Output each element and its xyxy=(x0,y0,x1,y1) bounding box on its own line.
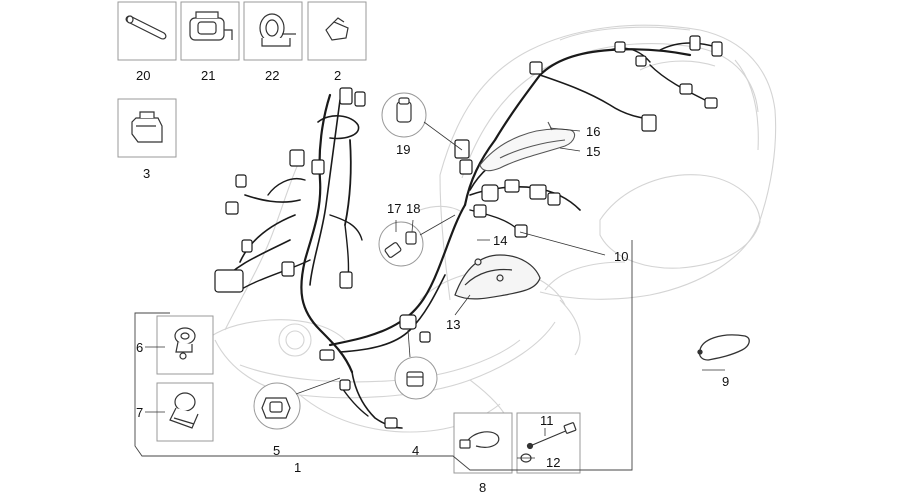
inset-circle-19 xyxy=(381,92,463,151)
inset-box-7 xyxy=(156,382,214,442)
hose-clamp-icon xyxy=(259,13,296,47)
connector-cap-icon xyxy=(396,97,412,123)
cable-holder-icon xyxy=(131,111,163,143)
inset-box-11-12 xyxy=(516,412,581,474)
label-18: 18 xyxy=(406,201,420,216)
rubber-block-icon xyxy=(406,371,424,387)
ring-terminal-icon xyxy=(174,327,196,360)
cable-tie-icon xyxy=(459,431,500,449)
strap-clamp-icon xyxy=(169,392,199,429)
inset-box-21 xyxy=(180,1,240,61)
rear-cover-part xyxy=(479,121,576,172)
label-16: 16 xyxy=(586,124,600,139)
scooter-body-outline xyxy=(199,24,777,433)
label-8: 8 xyxy=(479,480,486,495)
inset-box-8 xyxy=(453,412,513,474)
label-9: 9 xyxy=(722,374,729,389)
inset-circle-4 xyxy=(394,329,438,400)
label-2: 2 xyxy=(334,68,341,83)
label-22: 22 xyxy=(265,68,279,83)
label-10: 10 xyxy=(614,249,628,264)
inset-box-2 xyxy=(307,1,367,61)
inset-circle-5 xyxy=(253,377,341,430)
fuse-holder-icon xyxy=(384,231,417,258)
plastic-clip-icon xyxy=(325,17,349,41)
label-11: 11 xyxy=(540,413,554,428)
label-12: 12 xyxy=(546,455,560,470)
label-15: 15 xyxy=(586,144,600,159)
main-wiring-harness xyxy=(221,42,721,429)
label-3: 3 xyxy=(143,166,150,181)
label-6: 6 xyxy=(136,340,143,355)
label-5: 5 xyxy=(273,443,280,458)
part-number-labels: 20 21 22 2 3 19 16 15 17 18 14 10 13 6 7… xyxy=(136,68,729,495)
leader-lines xyxy=(145,127,725,459)
label-4: 4 xyxy=(412,443,419,458)
inset-box-22 xyxy=(243,1,303,61)
inset-box-20 xyxy=(117,1,177,61)
label-1: 1 xyxy=(294,460,301,475)
label-20: 20 xyxy=(136,68,150,83)
grommet-icon xyxy=(261,397,291,419)
harness-connectors xyxy=(214,35,723,429)
sleeve-tube-icon xyxy=(125,15,167,40)
label-17: 17 xyxy=(387,201,401,216)
label-13: 13 xyxy=(446,317,460,332)
bracket-part xyxy=(454,254,541,300)
group-bracket-lines xyxy=(134,240,633,471)
label-14: 14 xyxy=(493,233,507,248)
inset-box-6 xyxy=(156,315,214,375)
inset-box-3 xyxy=(117,98,177,158)
label-21: 21 xyxy=(201,68,215,83)
label-19: 19 xyxy=(396,142,410,157)
loop-cable-part xyxy=(697,334,750,361)
cable-clip-icon xyxy=(189,11,233,41)
label-7: 7 xyxy=(136,405,143,420)
inset-circle-17-18 xyxy=(378,214,456,267)
